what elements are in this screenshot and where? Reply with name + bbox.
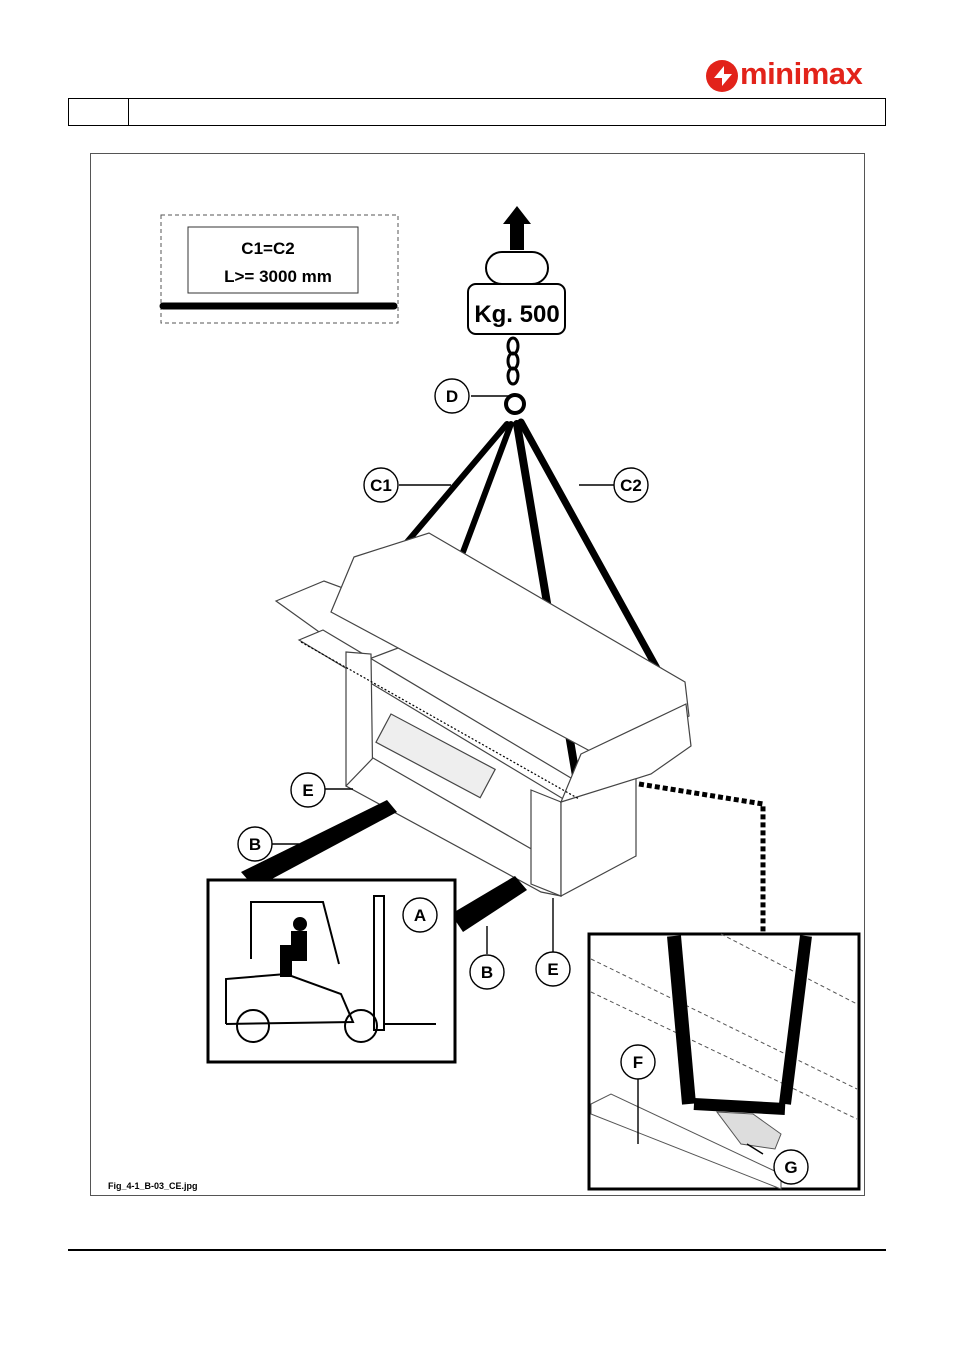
header-table	[68, 98, 886, 126]
label-c1: C1	[370, 476, 392, 495]
lifting-diagram: C1=C2 L>= 3000 mm Kg. 500	[91, 154, 864, 1195]
label-d: D	[446, 387, 458, 406]
footer-rule	[68, 1249, 886, 1251]
lifting-figure: C1=C2 L>= 3000 mm Kg. 500	[90, 153, 865, 1196]
lift-direction-arrow-icon	[503, 206, 531, 250]
label-e-right: E	[547, 960, 558, 979]
note-line-1: C1=C2	[241, 239, 294, 258]
chain-hook-icon	[506, 338, 524, 413]
figure-filename: Fig_4-1_B-03_CE.jpg	[108, 1181, 198, 1191]
label-a: A	[414, 906, 426, 925]
note-line-2: L>= 3000 mm	[224, 267, 332, 286]
label-b-right: B	[481, 963, 493, 982]
sling-length-note: C1=C2 L>= 3000 mm	[161, 215, 398, 323]
header-cell-title	[129, 99, 885, 125]
label-f: F	[633, 1053, 643, 1072]
weight-label: Kg. 500	[474, 301, 559, 328]
label-e-left: E	[302, 781, 313, 800]
label-b-left: B	[249, 835, 261, 854]
label-g: G	[784, 1158, 797, 1177]
detail-connector	[639, 784, 763, 936]
header-cell-section	[69, 99, 129, 125]
label-c2: C2	[620, 476, 642, 495]
brand-name: minimax	[740, 54, 862, 94]
